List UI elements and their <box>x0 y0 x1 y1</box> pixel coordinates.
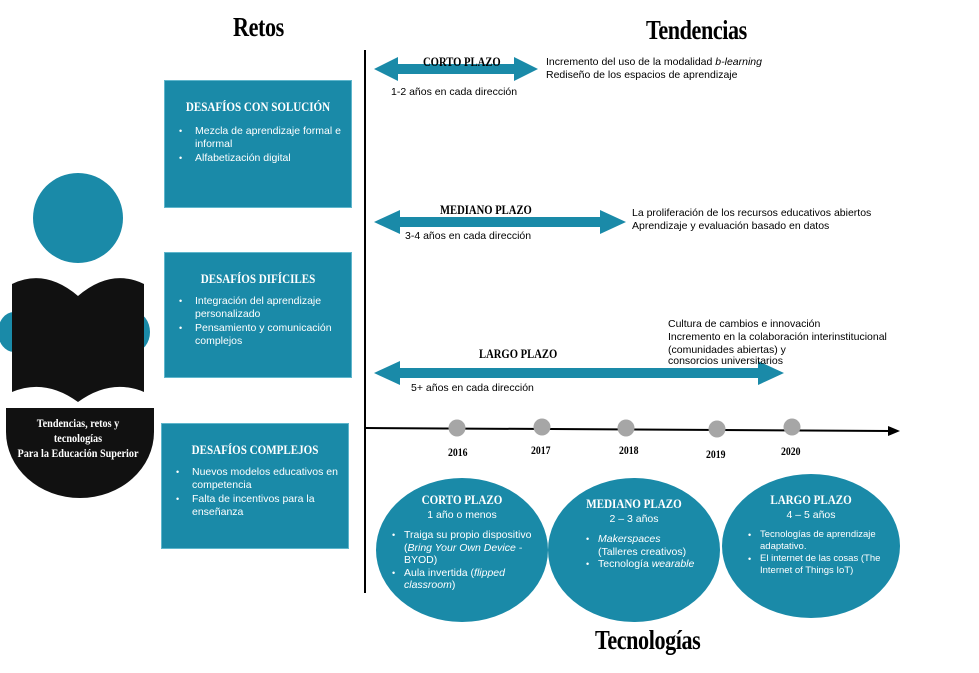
challenge-list: Mezcla de aprendizaje formal e informal … <box>165 125 351 165</box>
tech-item: Makerspaces(Talleres creativos) <box>586 533 710 558</box>
tech-sub: 4 – 5 años <box>786 509 836 521</box>
tech-item: Traiga su propio dispositivo (Bring Your… <box>392 529 538 567</box>
long-term-sub: 5+ años en cada dirección <box>411 382 534 394</box>
challenge-box-complex: DESAFÍOS COMPLEJOS Nuevos modelos educat… <box>161 423 349 549</box>
challenge-title: DESAFÍOS DIFÍCILES <box>200 271 316 286</box>
tech-title: CORTO PLAZO <box>421 492 503 507</box>
tech-circle-mid: MEDIANO PLAZO 2 – 3 años Makerspaces(Tal… <box>548 478 720 622</box>
retos-heading: Retos <box>233 12 284 42</box>
tech-list: Traiga su propio dispositivo (Bring Your… <box>392 529 538 592</box>
long-term-trend-3: (comunidades abiertas) y <box>668 344 786 356</box>
long-term-arrow <box>374 361 784 385</box>
short-term-trend-2: Rediseño de los espacios de aprendizaje <box>546 69 738 81</box>
tech-sub: 2 – 3 años <box>609 513 659 525</box>
tech-list: Tecnologías de aprendizaje adaptativo. E… <box>748 529 886 577</box>
long-term-label: LARGO PLAZO <box>479 347 558 361</box>
long-term-trend-1: Cultura de cambios e innovación <box>668 318 821 330</box>
tecnologias-heading: Tecnologías <box>595 625 701 655</box>
book-label-line1: Tendencias, retos y tecnologías <box>36 416 120 445</box>
challenge-item: Integración del aprendizaje personalizad… <box>179 295 341 321</box>
long-term-trend-4: consorcios universitarios <box>668 355 783 367</box>
tech-list: Makerspaces(Talleres creativos) Tecnolog… <box>586 533 710 571</box>
tech-item: Tecnología wearable <box>586 558 710 571</box>
short-term-sub: 1-2 años en cada dirección <box>391 86 518 98</box>
tech-item: Aula invertida (flipped classroom) <box>392 567 538 592</box>
timeline-dot-2019 <box>708 420 726 438</box>
head-shape <box>33 173 123 263</box>
year-label-2017: 2017 <box>531 445 551 457</box>
timeline-dot-2018 <box>617 419 635 437</box>
reader-figure <box>0 173 154 498</box>
challenge-title: DESAFÍOS CON SOLUCIÓN <box>185 99 331 114</box>
challenge-item: Pensamiento y comunicación complejos <box>179 322 341 348</box>
tech-sub: 1 año o menos <box>427 509 497 521</box>
tendencias-heading: Tendencias <box>646 15 747 45</box>
book-label: Tendencias, retos y tecnologías Para la … <box>2 416 154 461</box>
book-right-page <box>78 278 144 402</box>
mid-term-arrow <box>374 210 626 234</box>
challenge-box-difficult: DESAFÍOS DIFÍCILES Integración del apren… <box>164 252 352 378</box>
year-label-2019: 2019 <box>706 449 726 461</box>
short-term-trend-1: Incremento del uso de la modalidad b-lea… <box>546 56 762 68</box>
body-shape <box>6 408 154 498</box>
challenge-list: Integración del aprendizaje personalizad… <box>165 295 351 348</box>
challenge-box-solvable: DESAFÍOS CON SOLUCIÓN Mezcla de aprendiz… <box>164 80 352 208</box>
tech-circle-long: LARGO PLAZO 4 – 5 años Tecnologías de ap… <box>722 474 900 618</box>
challenge-item: Mezcla de aprendizaje formal e informal <box>179 125 341 151</box>
timeline-dot-2020 <box>783 418 801 436</box>
short-term-label: CORTO PLAZO <box>423 55 501 69</box>
timeline-dot-2016 <box>448 419 466 437</box>
book-label-line2: Para la Educación Superior <box>17 446 139 460</box>
mid-term-label: MEDIANO PLAZO <box>440 203 532 217</box>
mid-term-sub: 3-4 años en cada dirección <box>405 230 532 242</box>
long-term-trend-2: Incremento en la colaboración interinsti… <box>668 331 887 343</box>
timeline-dot-2017 <box>533 418 551 436</box>
year-label-2020: 2020 <box>781 446 801 458</box>
short-term-arrow <box>374 57 538 81</box>
year-label-2016: 2016 <box>448 447 468 459</box>
challenge-list: Nuevos modelos educativos en competencia… <box>162 466 348 519</box>
mid-term-trend-1: La proliferación de los recursos educati… <box>632 207 872 219</box>
challenge-title: DESAFÍOS COMPLEJOS <box>191 442 319 457</box>
challenge-item: Falta de incentivos para la enseñanza <box>176 493 338 519</box>
tech-item: El internet de las cosas (The Internet o… <box>748 553 886 577</box>
challenge-item: Nuevos modelos educativos en competencia <box>176 466 338 492</box>
book-left-page <box>12 278 78 402</box>
challenge-item: Alfabetización digital <box>179 152 341 165</box>
tech-item: Tecnologías de aprendizaje adaptativo. <box>748 529 886 553</box>
tech-title: LARGO PLAZO <box>770 492 852 507</box>
timeline-arrowhead <box>888 426 900 436</box>
year-label-2018: 2018 <box>619 445 639 457</box>
tech-circle-short: CORTO PLAZO 1 año o menos Traiga su prop… <box>376 478 548 622</box>
mid-term-trend-2: Aprendizaje y evaluación basado en datos <box>632 220 830 232</box>
tech-title: MEDIANO PLAZO <box>586 496 682 511</box>
